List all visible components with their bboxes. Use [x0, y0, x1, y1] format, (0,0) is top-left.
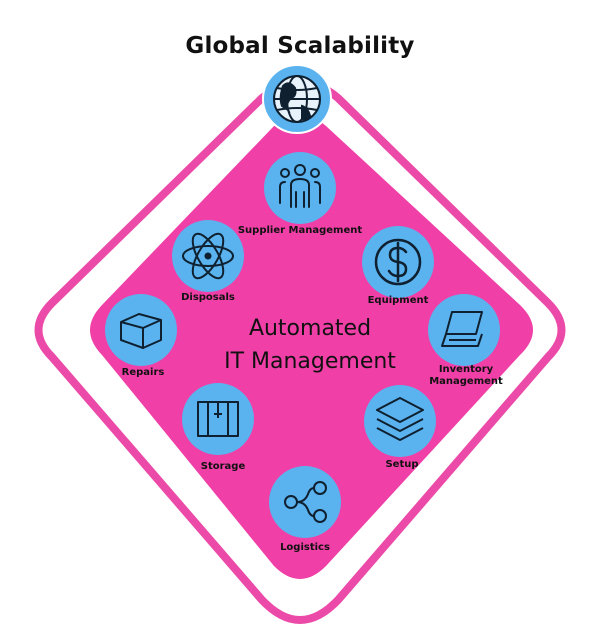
setup-node — [364, 385, 436, 457]
storage-label: Storage — [200, 461, 246, 472]
supplier-node — [264, 152, 336, 224]
dollar-icon — [374, 238, 422, 286]
supplier-label: Supplier Management — [237, 225, 363, 236]
logistics-node — [269, 466, 341, 538]
disposals-node — [172, 220, 244, 292]
box-icon — [197, 401, 239, 437]
package-icon — [120, 313, 162, 349]
disposals-label: Disposals — [181, 292, 235, 303]
globe-icon — [273, 75, 321, 123]
repairs-label: Repairs — [121, 367, 165, 378]
repairs-node — [105, 294, 177, 366]
page-title: Global Scalability — [185, 33, 415, 59]
layers-icon — [376, 397, 424, 441]
atom-icon — [182, 232, 234, 280]
equipment-node — [362, 226, 434, 298]
inventory-label-line1: Inventory — [438, 364, 494, 375]
inventory-node — [428, 294, 500, 366]
center-title-line1: Automated — [248, 316, 372, 341]
team-icon — [279, 164, 321, 208]
center-title-line2: IT Management — [224, 349, 396, 374]
setup-label: Setup — [385, 459, 419, 470]
storage-node — [182, 383, 254, 455]
laptop-icon — [441, 311, 483, 347]
globe-node — [262, 64, 332, 134]
inventory-label: Inventory Management — [426, 364, 506, 388]
equipment-label: Equipment — [367, 295, 429, 306]
center-title: Automated IT Management — [200, 312, 420, 378]
share-icon — [284, 481, 327, 523]
logistics-label: Logistics — [280, 542, 330, 553]
inventory-label-line2: Management — [429, 376, 503, 387]
